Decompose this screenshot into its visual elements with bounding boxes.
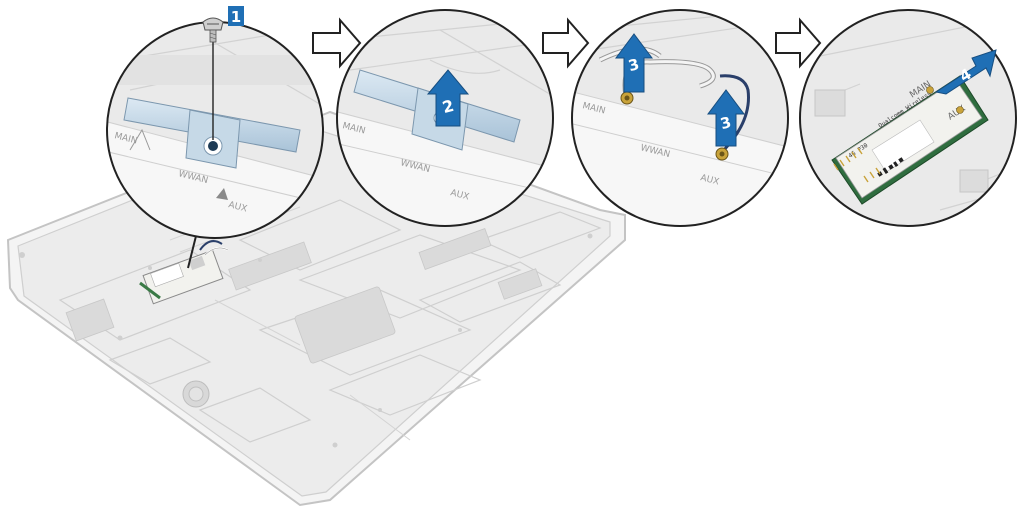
antenna-connector-aux xyxy=(715,147,729,161)
antenna-connector-main xyxy=(620,91,634,105)
wwan-card-in-system xyxy=(139,240,229,305)
label-aux: AUX xyxy=(699,173,720,187)
step-number-1: 1 xyxy=(231,8,241,26)
wwan-card: 4G P30 Qualcomm Wireless MAIN AUX xyxy=(831,75,989,205)
step-number-2: 2 xyxy=(440,96,456,117)
process-arrow-3 xyxy=(775,17,822,69)
callout-leader-line xyxy=(187,231,198,269)
step-number-3a: 3 xyxy=(626,55,641,75)
detail-circle-remove-card: 4G P30 Qualcomm Wireless MAIN AUX 4 xyxy=(799,9,1017,227)
screw-icon xyxy=(202,17,224,43)
step-badge-1: 1 xyxy=(228,6,244,26)
lift-arrow-2: 2 xyxy=(426,69,470,127)
antenna-cable-black xyxy=(719,74,750,152)
label-aux: AUX xyxy=(227,200,248,214)
detail-circle-disconnect-cables: MAIN WWAN AUX 3 xyxy=(571,9,789,227)
process-arrow-2 xyxy=(542,17,590,69)
label-aux: AUX xyxy=(449,188,470,202)
slide-arrow-4: 4 xyxy=(934,49,997,95)
process-arrow-1 xyxy=(312,17,362,69)
lift-arrow-3a: 3 xyxy=(615,33,653,93)
card-gold-contacts xyxy=(833,147,881,183)
lift-arrow-3b: 3 xyxy=(707,89,745,147)
step-number-3b: 3 xyxy=(718,113,733,133)
